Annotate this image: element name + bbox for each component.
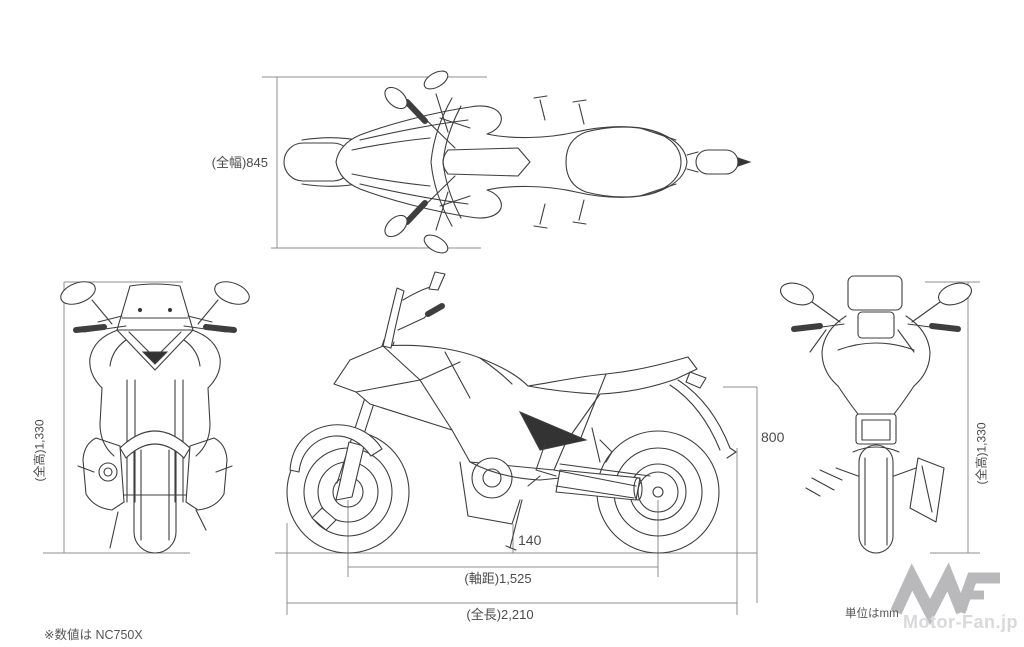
mirrors-top [423, 70, 449, 254]
overall-height-rear-label: (全高)1,330 [974, 422, 989, 485]
ground-clearance-label: 140 [518, 532, 542, 548]
windscreen-front [116, 283, 194, 331]
rear-bodywork [809, 315, 931, 445]
windscreen-rear [847, 275, 903, 339]
seat-top [565, 126, 682, 198]
overall-width-label: (全幅)845 [211, 155, 268, 170]
watermark-logo [890, 562, 1000, 626]
front-fairing [89, 329, 221, 457]
front-wheel-front [133, 431, 177, 554]
mirrors-rear [779, 282, 973, 323]
front-fender [119, 430, 191, 459]
windscreen-side [382, 271, 446, 349]
front-view-drawing [60, 281, 250, 554]
footpegs-top [533, 95, 587, 229]
fairing-lines-side [355, 345, 607, 463]
mirrors-front [60, 281, 250, 325]
overall-height-front-label: (全高)1,330 [32, 419, 47, 482]
wheelbase-label: (軸距)1,525 [464, 571, 532, 586]
side-view-drawing [286, 271, 737, 554]
exhaust-rear [909, 457, 945, 523]
rear-frame-bits [805, 467, 917, 497]
handlebar-front [73, 315, 237, 333]
handlebar-rear [791, 323, 961, 332]
model-note: ※数値は NC750X [44, 628, 143, 642]
rear-section-top [639, 127, 752, 197]
top-view-drawing [283, 70, 752, 254]
swingarm-side [553, 463, 651, 499]
front-fender-side [289, 424, 383, 473]
watermark-site-text: Motor-Fan.jp [903, 612, 1018, 632]
seat-height-label: 800 [761, 429, 785, 445]
rear-view-drawing [779, 275, 973, 554]
dimension-lines [43, 76, 980, 615]
rear-wheel-rear [852, 444, 900, 554]
handlebar-top [384, 86, 471, 238]
tank-console-top [442, 147, 531, 177]
tail-side [599, 371, 737, 463]
overall-length-label: (全長)2,210 [466, 607, 534, 622]
unit-note: 単位はmm [845, 608, 899, 620]
engine-side [459, 443, 643, 551]
